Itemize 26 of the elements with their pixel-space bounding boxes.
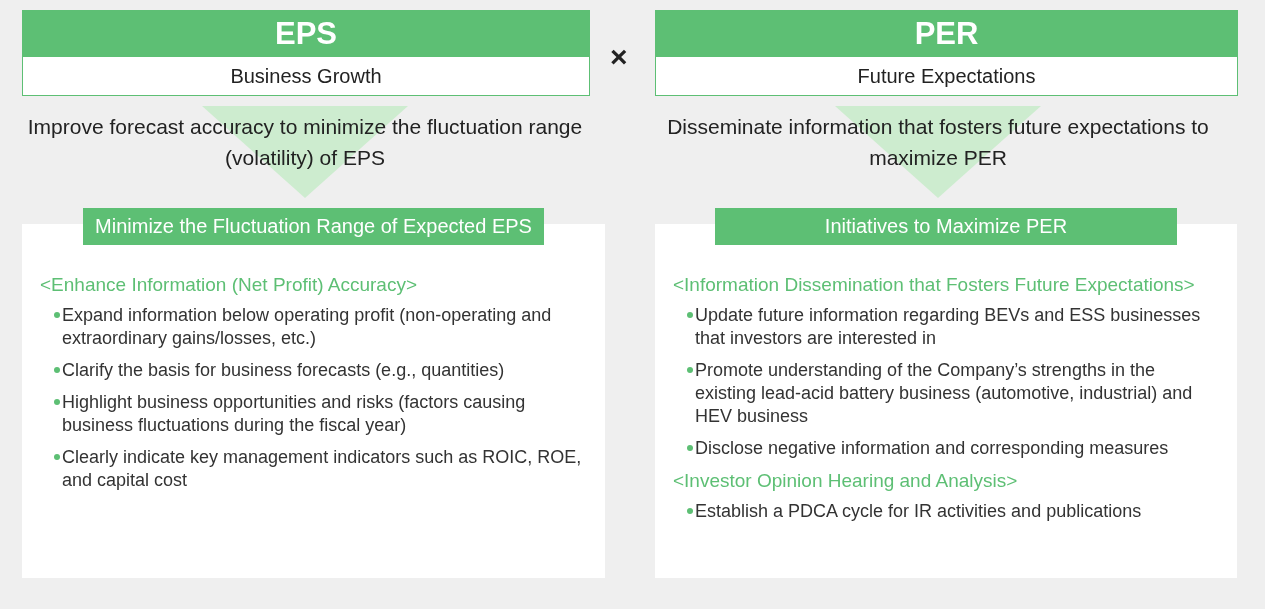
down-arrow <box>202 106 408 198</box>
bullet-item: Expand information below operating profit (non-operating and extraordinary gains/losses, etc.) <box>40 304 587 350</box>
header-box <box>655 10 1238 96</box>
down-arrow <box>835 106 1041 198</box>
bullet-item: Clarify the basis for business forecasts (e.g., quantities) <box>40 359 587 382</box>
header-title: EPS <box>23 11 589 57</box>
header-subtitle: Future Expectations <box>856 63 1037 89</box>
bullet-item: Establish a PDCA cycle for IR activities and publications <box>673 500 1219 523</box>
bullet-item: Promote understanding of the Company’s strengths in the existing lead-acid battery business (automotive, industrial) and HEV business <box>673 359 1219 428</box>
section-heading: <Enhance Information (Net Profit) Accuracy> <box>40 274 418 296</box>
header-box <box>22 10 590 96</box>
edge-label: Improve forecast accuracy to minimize the fluctuation range (volatility) of EPS <box>26 114 584 171</box>
header-subtitle: Business Growth <box>229 63 383 89</box>
panel <box>22 208 605 578</box>
bullet-item: Update future information regarding BEVs and ESS businesses that investors are interested in <box>673 304 1219 350</box>
bullet-item: Clearly indicate key management indicators such as ROIC, ROE, and capital cost <box>40 446 587 492</box>
section-heading: <Investor Opinion Hearing and Analysis> <box>673 470 1019 492</box>
title-bar: Initiatives to Maximize PER <box>715 208 1177 245</box>
panel <box>655 208 1237 578</box>
section-heading: <Information Dissemination that Fosters Future Expectations> <box>673 274 1196 296</box>
multiply-sign: × <box>610 40 628 74</box>
bullet-item: Disclose negative information and corresponding measures <box>673 437 1219 460</box>
title-bar: Minimize the Fluctuation Range of Expected EPS <box>83 208 544 245</box>
bullet-item: Highlight business opportunities and risks (factors causing business fluctuations during the fiscal year) <box>40 391 587 437</box>
header-title: PER <box>656 11 1237 57</box>
edge-label: Disseminate information that fosters future expectations to maximize PER <box>666 114 1210 171</box>
